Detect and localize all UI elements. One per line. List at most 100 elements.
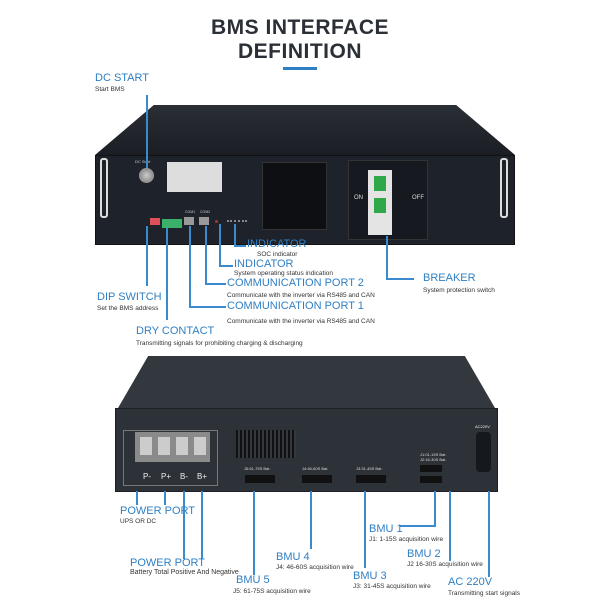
callout-power-port-ups-sub: UPS OR DC bbox=[120, 518, 157, 525]
ac220v-text: AC220V bbox=[475, 424, 490, 429]
callout-leader-line bbox=[205, 283, 226, 285]
connector-j3[interactable] bbox=[356, 475, 386, 483]
callout-power-port-battery-sub: Battery Total Positive And Negative bbox=[130, 569, 239, 576]
soc-leds bbox=[227, 220, 247, 223]
com1-port[interactable] bbox=[184, 217, 194, 225]
off-text: OFF bbox=[412, 195, 424, 201]
callout-dc-start: DC START bbox=[95, 72, 149, 84]
terminal-screw bbox=[158, 437, 170, 455]
dry-contact-terminal[interactable] bbox=[162, 219, 182, 228]
callout-leader-line bbox=[234, 224, 236, 247]
callout-bmu-4: BMU 4 bbox=[276, 551, 310, 563]
terminal-frame bbox=[123, 430, 218, 486]
title-underline bbox=[283, 67, 317, 70]
callout-com-port-2-sub: Communicate with the inverter via RS485 … bbox=[227, 292, 375, 299]
callout-dc-start-sub: Start BMS bbox=[95, 86, 125, 93]
callout-bmu-1: BMU 1 bbox=[369, 523, 403, 535]
terminal-p-minus: P- bbox=[143, 472, 151, 481]
title-line-1: BMS INTERFACE bbox=[210, 16, 389, 39]
callout-leader-line bbox=[219, 224, 221, 267]
ac-input-socket[interactable] bbox=[476, 432, 491, 472]
callout-com-port-2: COMMUNICATION PORT 2 bbox=[227, 277, 364, 289]
callout-breaker: BREAKER bbox=[423, 272, 476, 284]
com2-text: COM2 bbox=[200, 210, 211, 214]
callout-leader-line bbox=[488, 491, 490, 577]
dip-switch[interactable] bbox=[150, 218, 160, 225]
connector-j1[interactable] bbox=[420, 465, 442, 472]
callout-bmu-2: BMU 2 bbox=[407, 548, 441, 560]
terminal-p-plus: P+ bbox=[161, 472, 172, 481]
callout-status-indicator-sub: System operating status indication bbox=[234, 270, 333, 277]
terminal-b-plus: B+ bbox=[197, 472, 208, 481]
right-handle bbox=[500, 158, 508, 218]
callout-leader-line bbox=[400, 525, 436, 527]
breaker-switch[interactable] bbox=[368, 170, 392, 235]
callout-leader-line bbox=[386, 278, 414, 280]
callout-leader-line bbox=[136, 491, 138, 505]
terminal-screw bbox=[140, 437, 152, 455]
dc-start-text: DC Start bbox=[135, 159, 151, 164]
terminal-b-minus: B- bbox=[180, 472, 188, 481]
connector-j1-label: J1:01-15S Bat. bbox=[420, 452, 447, 457]
callout-leader-line bbox=[434, 491, 436, 527]
connector-j4-label: J4:46-60S Bat. bbox=[302, 466, 329, 471]
callout-bmu-1-sub: J1: 1-15S acquisition wire bbox=[369, 536, 444, 543]
callout-leader-line bbox=[364, 491, 366, 568]
callout-leader-line bbox=[219, 265, 233, 267]
callout-bmu-4-sub: J4: 46-60S acquisition wire bbox=[276, 564, 354, 571]
dc-start-button[interactable] bbox=[139, 168, 154, 183]
left-handle bbox=[100, 158, 108, 218]
vent-grille bbox=[236, 430, 296, 458]
connector-j3-label: J3:31-45S Bat. bbox=[356, 466, 383, 471]
callout-leader-line bbox=[164, 491, 166, 505]
callout-leader-line bbox=[166, 228, 168, 320]
callout-leader-line bbox=[234, 245, 246, 247]
callout-leader-line bbox=[189, 306, 226, 308]
spec-label-sticker bbox=[167, 162, 222, 192]
com1-text: COM1 bbox=[185, 210, 196, 214]
callout-leader-line bbox=[310, 491, 312, 549]
callout-bmu-3: BMU 3 bbox=[353, 570, 387, 582]
back-device-top bbox=[118, 356, 495, 408]
callout-breaker-sub: System protection switch bbox=[423, 287, 495, 294]
callout-leader-line bbox=[386, 236, 388, 280]
callout-leader-line bbox=[201, 491, 203, 559]
terminal-screw bbox=[176, 437, 188, 455]
on-text: ON bbox=[354, 195, 363, 201]
connector-j5[interactable] bbox=[245, 475, 275, 483]
callout-bmu-2-sub: J2 16-30S acquisition wire bbox=[407, 561, 483, 568]
callout-ac-220v-sub: Transmitting start signals bbox=[448, 590, 521, 597]
connector-j2-label: J2:16-30S Bat. bbox=[420, 457, 447, 462]
callout-dip-switch-sub: Set the BMS address bbox=[97, 305, 159, 312]
status-led bbox=[215, 220, 218, 223]
com2-port[interactable] bbox=[199, 217, 209, 225]
callout-dip-switch: DIP SWITCH bbox=[97, 291, 162, 303]
callout-power-port-battery: POWER PORT bbox=[130, 557, 205, 569]
callout-leader-line bbox=[183, 491, 185, 559]
callout-soc-indicator-sub: SOC indicator bbox=[257, 251, 298, 258]
callout-leader-line bbox=[205, 226, 207, 285]
connector-j5-label: J5:61-75S Bat. bbox=[244, 466, 271, 471]
callout-soc-indicator: INDICATOR bbox=[247, 238, 307, 250]
callout-status-indicator: INDICATOR bbox=[234, 258, 294, 270]
callout-leader-line bbox=[146, 95, 148, 168]
callout-leader-line bbox=[189, 226, 191, 308]
connector-j4[interactable] bbox=[302, 475, 332, 483]
connector-j2[interactable] bbox=[420, 476, 442, 483]
callout-dry-contact: DRY CONTACT bbox=[136, 325, 215, 337]
display-screen bbox=[262, 162, 327, 230]
callout-bmu-5-sub: J5: 61-75S acquisition wire bbox=[233, 588, 311, 595]
callout-dry-contact-sub: Transmitting signals for prohibiting cha… bbox=[136, 340, 303, 347]
callout-com-port-1-sub: Communicate with the inverter via RS485 … bbox=[227, 318, 375, 325]
callout-bmu-3-sub: J3: 31-45S acquisition wire bbox=[353, 583, 431, 590]
callout-leader-line bbox=[253, 491, 255, 575]
callout-leader-line bbox=[146, 226, 148, 286]
terminal-screw bbox=[194, 437, 206, 455]
breaker-lever-1 bbox=[374, 176, 386, 191]
callout-bmu-5: BMU 5 bbox=[236, 574, 270, 586]
callout-ac-220v: AC 220V bbox=[448, 576, 493, 588]
title-line-2: DEFINITION bbox=[238, 40, 362, 63]
callout-leader-line bbox=[449, 491, 451, 561]
front-device-top bbox=[95, 105, 515, 155]
callout-com-port-1: COMMUNICATION PORT 1 bbox=[227, 300, 364, 312]
